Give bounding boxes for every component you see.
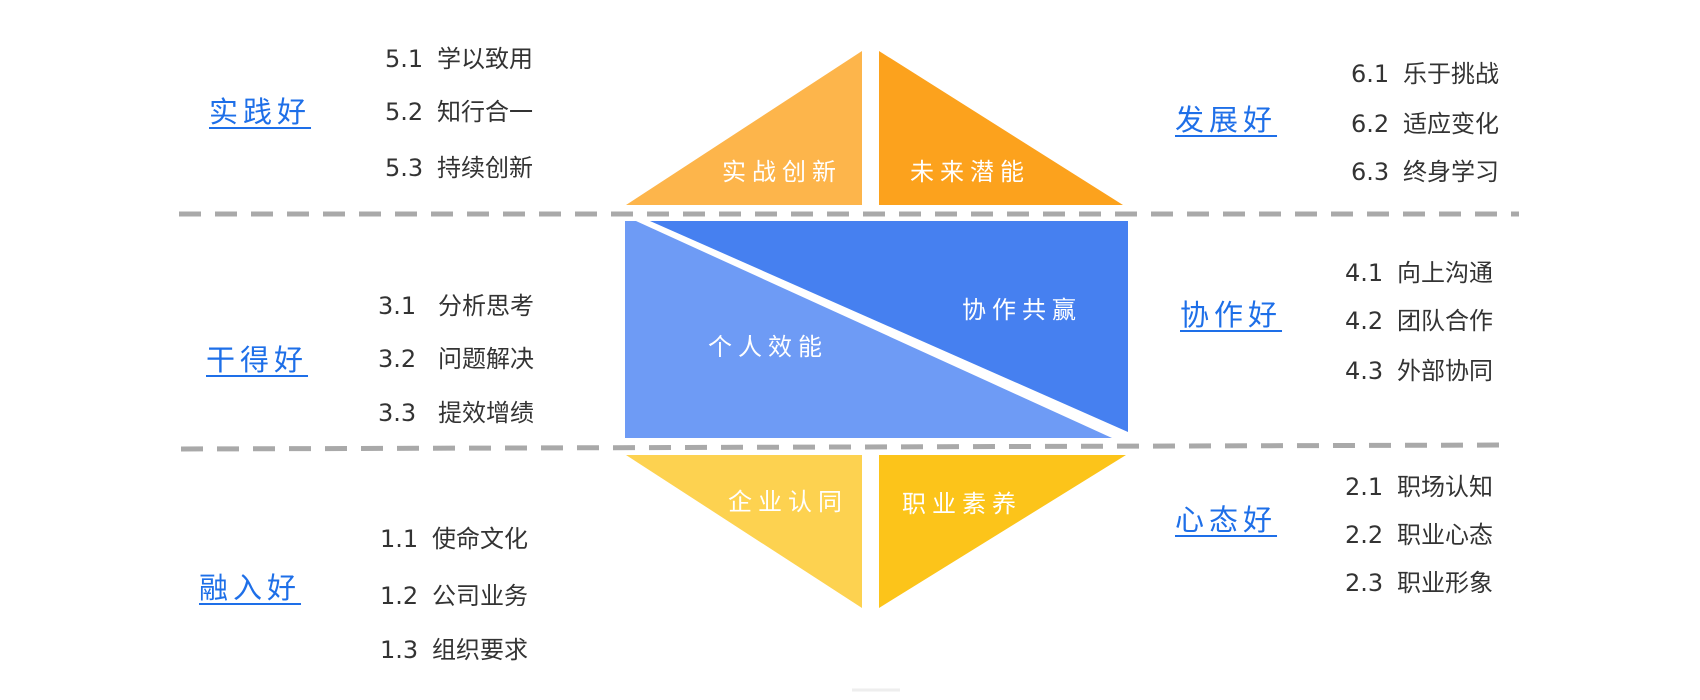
label-middle-lower: 个人效能 [708, 333, 828, 361]
shape-middle-lower [625, 221, 1112, 438]
category-link-practice[interactable]: 实践好 [209, 95, 312, 129]
shape-middle-upper [650, 221, 1128, 432]
category-link-integration[interactable]: 融入好 [199, 571, 302, 605]
label-top-left: 实战创新 [722, 158, 842, 186]
shape-bottom-right [879, 455, 1126, 608]
label-bottom-left: 企业认同 [728, 488, 848, 516]
shape-top-left [626, 51, 862, 205]
label-bottom-right: 职业素养 [902, 490, 1022, 518]
shape-bottom-left [626, 455, 862, 608]
category-link-performance[interactable]: 干得好 [206, 343, 309, 377]
category-link-development[interactable]: 发展好 [1175, 103, 1278, 137]
label-middle-upper: 协作共赢 [962, 296, 1082, 324]
shape-top-right [879, 51, 1123, 205]
category-link-mindset[interactable]: 心态好 [1175, 503, 1278, 537]
label-top-right: 未来潜能 [910, 158, 1030, 186]
divider-bottom [180, 442, 1509, 452]
category-link-collaboration[interactable]: 协作好 [1180, 298, 1283, 332]
